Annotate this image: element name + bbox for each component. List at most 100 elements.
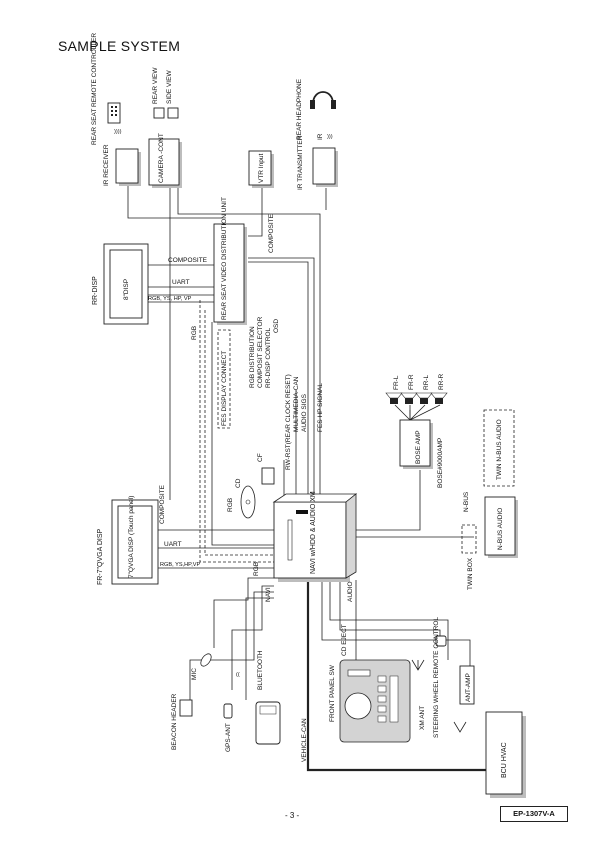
- rear-camera-icon: [153, 107, 165, 119]
- cf-card-icon: [261, 467, 275, 485]
- bose-amp-label: BOSE AMP: [415, 430, 422, 464]
- rw-rst-label: RW-RST(REAR CLOCK RESET): [285, 374, 292, 470]
- rr-disp-group: RR-DISP 8"DISP COMPOSITE UART RGB, YS, H…: [92, 243, 208, 325]
- rear-view-label: REAR VIEW: [152, 67, 159, 104]
- bluetooth-waves-icon: ((: [236, 672, 240, 678]
- camera-cont-box: [148, 138, 180, 186]
- bluetooth-label: BLUETOOTH: [257, 650, 264, 690]
- composite-signal-fr: COMPOSITE: [159, 484, 166, 524]
- beacon-header-group: BEACON HEADER: [171, 693, 193, 750]
- ir-receiver-group: IR RECEIVER: [103, 144, 141, 186]
- rgb-distribution-label: RGB DISTRIBUTION: [249, 326, 256, 388]
- front-panel-dial-icon: [344, 692, 372, 720]
- bcu-hvac-box: [485, 711, 523, 795]
- rear-seat-remote-label: REAR SEAT REMOTE CONTROLLER: [91, 33, 98, 145]
- disp-8-label: 8"DISP: [123, 279, 130, 300]
- rr-disp-control-label: RR-DISP CONTROL: [265, 327, 272, 388]
- ir-transmitter-label: IR TRANSMITTER: [297, 135, 304, 190]
- speaker-label-fr-l: FR-L: [393, 375, 400, 390]
- rear-headphone-label: REAR HEADPHONE: [296, 78, 303, 140]
- twin-box-group: TWIN BOX: [461, 524, 477, 590]
- xm-ant-group: XM ANT: [411, 659, 426, 730]
- twin-box-label: TWIN BOX: [467, 557, 474, 590]
- twin-nbus-audio-box: [483, 409, 515, 487]
- fes-display-connect-group: FES DISPLAY CONNECT: [217, 329, 231, 429]
- navi-unit-label: NAVI w/HDD & AUDIO XM: [310, 491, 317, 574]
- fr-disp-group: FR-7"QVGA DISP 7"QVGA DISP (Touch panel)…: [97, 484, 200, 585]
- cd-eject-label: CD EJECT: [341, 624, 348, 656]
- camera-group: REAR VIEW SIDE VIEW CAMERA -CONT: [148, 67, 182, 188]
- distribution-unit-group: REAR SEAT VIDEO DISTRIBUTION UNIT COMPOS…: [191, 197, 280, 388]
- cf-label: CF: [257, 453, 264, 462]
- nbus-audio-label: N-BUS AUDIO: [497, 508, 504, 550]
- navi-signal-label: NAVI: [265, 587, 272, 602]
- nbus-audio-group: N-BUS AUDIO: [484, 496, 518, 558]
- composit-selector-label: COMPOSIT SELECTOR: [257, 316, 264, 388]
- bcu-hvac-label: BCU HVAC: [501, 742, 508, 778]
- twin-nbus-audio-label: TWIN N-BUS AUDIO: [496, 419, 503, 480]
- speaker-fr-l-icon: [385, 392, 403, 404]
- side-view-label: SIDE VIEW: [166, 70, 173, 104]
- gps-ant-group: GPS-ANT: [223, 703, 233, 752]
- steering-remote-group: STEERING WHEEL REMOTE CONTROL: [433, 617, 447, 738]
- bose-amp-box: [399, 419, 431, 467]
- rgb-list-rr: RGB, YS, HP, VP: [148, 296, 192, 302]
- audio-signal-label: AUDIO: [347, 581, 354, 602]
- ir-transmitter-box: [312, 147, 336, 185]
- multimedia-can-label: MULTIMEDIA-CAN: [293, 376, 300, 432]
- ir-transmit-label: IR: [317, 133, 324, 140]
- xm-ant-label: XM ANT: [419, 706, 426, 730]
- speakers-group: FR-L FR-R RR-L RR-R: [385, 373, 448, 404]
- remote-ir-waves-icon: )))): [114, 129, 122, 135]
- composite-signal-rr: COMPOSITE: [168, 257, 208, 264]
- doc-code: EP-1307V-A: [500, 806, 568, 822]
- uart-signal-fr: UART: [164, 541, 182, 548]
- rgb-label-dist: RGB: [191, 326, 198, 340]
- vehicle-can-label: VEHICLE-CAN: [301, 718, 308, 762]
- nbus-audio-box: [484, 496, 516, 556]
- twin-box: [461, 524, 477, 554]
- distribution-unit-box: [213, 223, 245, 323]
- fr-disp-screen: [117, 505, 153, 579]
- cd-disc-icon: [240, 485, 256, 519]
- twin-nbus-audio-group: TWIN N-BUS AUDIO N-BUS: [463, 409, 515, 512]
- fes-hp-signal-label: FES HP SIGNAL: [317, 383, 324, 432]
- bcu-hvac-group: BCU HVAC: [485, 711, 526, 798]
- navi-unit-group: NAVI w/HDD & AUDIO XM NAVI AUDIO RGB: [253, 491, 358, 602]
- vtr-input-label: VTR Input: [258, 154, 265, 183]
- rgb-label-cd: RGB: [227, 498, 234, 512]
- ant-amp-antenna-icon: [453, 721, 467, 733]
- ir-receiver-box: [115, 148, 139, 184]
- mic-label: MIC: [191, 668, 198, 680]
- gps-ant-label: GPS-ANT: [225, 723, 232, 752]
- osd-label: OSD: [273, 319, 280, 333]
- disp-7-label: 7"QVGA DISP (Touch panel): [128, 496, 135, 578]
- rgb-list-fr: RGB, YS,HP,VP: [160, 562, 200, 568]
- speaker-label-rr-r: RR-R: [438, 373, 445, 390]
- xm-ant-icon: [411, 659, 425, 671]
- page-number: - 3 -: [285, 811, 300, 820]
- wiring: [127, 185, 486, 772]
- vtr-input-box: [248, 150, 272, 186]
- side-camera-icon: [167, 107, 179, 119]
- bluetooth-group: (( BLUETOOTH: [236, 650, 281, 745]
- ir-waves-icon: ))): [327, 134, 333, 140]
- audio-sigs-label: AUDIO SIGS: [301, 393, 308, 432]
- vtr-input-group: VTR Input: [248, 150, 274, 188]
- camera-cont-label: CAMERA -CONT: [158, 133, 165, 183]
- beacon-header-icon: [179, 699, 193, 717]
- gps-ant-icon: [223, 703, 233, 719]
- page-title: SAMPLE SYSTEM: [58, 38, 181, 54]
- rear-seat-remote-group: REAR SEAT REMOTE CONTROLLER )))): [91, 33, 122, 145]
- cd-label: CD: [235, 478, 242, 488]
- fes-display-connect-box: [217, 329, 231, 429]
- ant-amp-group: ANT-AMP: [453, 665, 475, 733]
- ant-amp-box: [459, 665, 475, 705]
- composite-signal-vtr: COMPOSITE: [268, 213, 275, 253]
- uart-signal-rr: UART: [172, 279, 190, 286]
- front-panel-group: FRONT PANEL SW CD EJECT: [329, 624, 411, 743]
- bose-9000-label: BOSE#9000AMP: [437, 438, 444, 488]
- speaker-rr-r-icon: [430, 392, 448, 404]
- fr-disp-label: FR-7"QVGA DISP: [97, 529, 104, 585]
